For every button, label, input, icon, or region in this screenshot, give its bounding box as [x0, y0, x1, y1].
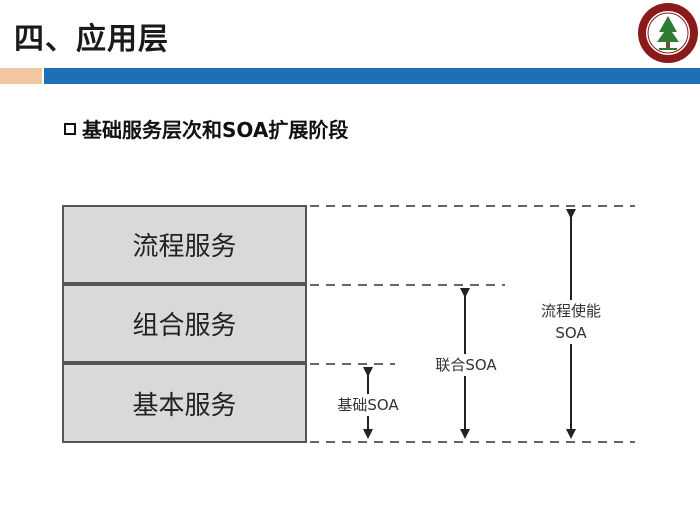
- layer-basic-service: 基本服务: [62, 363, 307, 443]
- section-subtitle: 基础服务层次和SOA扩展阶段: [64, 114, 348, 143]
- layer-process-service: 流程服务: [62, 205, 307, 284]
- header-accent-bar-left: [0, 68, 42, 84]
- page-title: 四、应用层: [14, 22, 169, 57]
- range-label-process-soa-line1: 流程使能: [540, 302, 601, 320]
- range-label-process-soa-line2: SOA: [555, 324, 587, 342]
- range-label-process-soa: 流程使能 SOA: [531, 300, 611, 344]
- range-label-basic-soa: 基础SOA: [330, 394, 406, 416]
- university-seal-logo: [638, 3, 698, 63]
- square-bullet-icon: [64, 122, 76, 135]
- layer-composite-service: 组合服务: [62, 284, 307, 363]
- header-accent-bar-right: [44, 68, 700, 84]
- section-subtitle-text: 基础服务层次和SOA扩展阶段: [82, 118, 349, 142]
- range-label-federated-soa: 联合SOA: [426, 354, 506, 376]
